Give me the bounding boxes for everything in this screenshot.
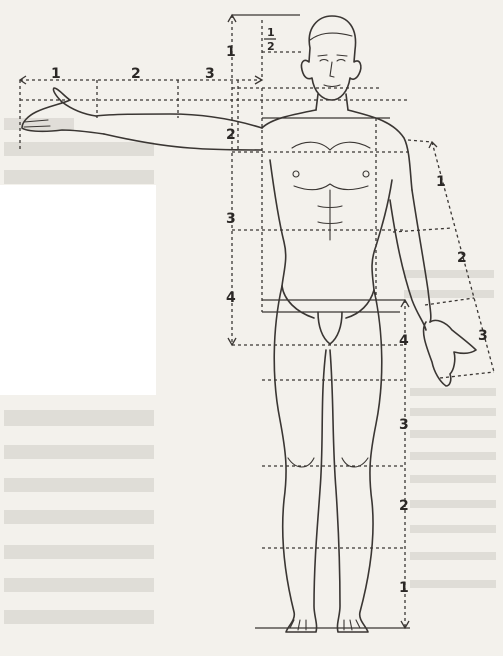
- arm-span-label-2: 2: [131, 66, 141, 82]
- half-fraction-denominator: 2: [267, 40, 275, 53]
- half-fraction-numerator: 1: [267, 26, 275, 39]
- leg-label-3: 3: [399, 417, 409, 433]
- torso-label-4: 4: [226, 290, 236, 306]
- right-arm-label-3: 3: [478, 328, 488, 344]
- right-arm-label-2: 2: [457, 250, 467, 266]
- torso-label-3: 3: [226, 211, 236, 227]
- torso-label-2: 2: [226, 127, 236, 143]
- right-arm-label-1: 1: [436, 174, 446, 190]
- arm-span-label-3: 3: [205, 66, 215, 82]
- head-label: 1: [226, 44, 236, 60]
- leg-label-1: 1: [399, 580, 409, 596]
- leg-label-2: 2: [399, 498, 409, 514]
- leg-label-4: 4: [399, 333, 409, 349]
- blank-patch: [0, 185, 156, 395]
- arm-span-label-1: 1: [51, 66, 61, 82]
